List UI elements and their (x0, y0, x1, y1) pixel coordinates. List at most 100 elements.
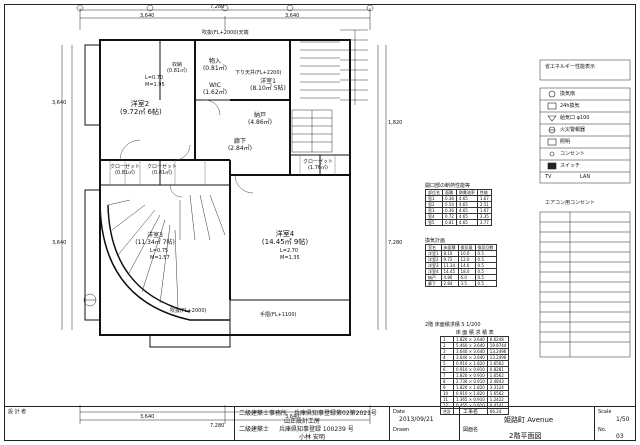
room-label: 洋室4(14.45㎡ 9帖) (261, 230, 309, 246)
table-title: 開口部の断熱性能等 (425, 183, 471, 189)
drawing-sheet (4, 4, 636, 441)
table-cell (453, 408, 488, 415)
table-cell: 1.820 × 3.640 (453, 336, 488, 343)
table-cell: 66.24 (486, 408, 510, 415)
architect-label: 二級建築士 (239, 426, 270, 433)
table-cell: 0.81 (442, 219, 457, 226)
table-cell: 1.820 × 1.820 (453, 384, 488, 391)
table-cell: 0.910 × 1.820 (453, 360, 488, 367)
note-3: 吹抜(FL+2000) (170, 308, 207, 314)
table-header: 熱貫流率 (455, 189, 478, 196)
room-label: 物入(0.81㎡) (202, 58, 228, 72)
table-cell: 3.77 (476, 219, 492, 226)
table-cell: 洋室4 (425, 268, 442, 275)
project-label: 工事名 (463, 409, 479, 415)
dim-top-a: 3,640 (140, 13, 155, 19)
table-cell: 窓5 (425, 219, 443, 226)
room-label: 納戸(4.86㎡) (247, 112, 273, 126)
title-block: 設 計 者 二級建築士事務所 兵庫県知事登録第02第2021号 山正設計工房 二… (4, 406, 636, 441)
area-subtitle: 2階 床面積求積 S 1/200 (425, 322, 481, 328)
dim-left-b: 3,640 (52, 240, 67, 246)
drawn-label: Drawn (393, 427, 410, 433)
table-header: 部位名 (425, 189, 443, 196)
room-ceiling-m: M=1.35 (280, 255, 300, 261)
note-2: 下り天井(FL+2200) (235, 70, 282, 76)
table-cell: 合計 (440, 408, 454, 415)
table-header: 換気量 (457, 244, 476, 251)
number-value: 03 (616, 433, 624, 440)
office-label: 二級建築士事務所 (239, 410, 288, 417)
owner-label: 設 計 者 (8, 409, 27, 415)
legend-item: 換気扇 (560, 91, 576, 97)
table-cell: 洋室2 (425, 256, 442, 263)
table-cell: 3.5 (457, 280, 476, 287)
dim-bottom-total: 7,280 (210, 423, 225, 429)
architect-name: 小林 安明 (299, 434, 325, 441)
legend-item: 火災警報器 (560, 127, 586, 133)
table-cell: 2.730 × 0.910 (453, 378, 488, 385)
legend-item: LAN (580, 174, 591, 180)
legend-item: コンセント (560, 151, 586, 157)
project-name: 姫路町 Avenue (504, 416, 554, 424)
scale-label: Scale (598, 409, 612, 415)
room-ceiling-l: L=2.70 (280, 248, 299, 254)
office-name: 山正設計工房 (284, 418, 321, 425)
table-cell: 0.910 × 1.820 (453, 390, 488, 397)
date-value: 2013/09/21 (399, 416, 434, 423)
dim-right-d: 7,280 (388, 240, 403, 246)
room-ceiling-l: L=0.75 (150, 248, 169, 254)
room-label: クローゼット(0.81㎡) (109, 164, 140, 176)
legend-item: エアコン用コンセント (545, 200, 596, 206)
date-label: Date (393, 409, 405, 415)
room-label: 洋室1(8.10㎡ 5帖) (250, 78, 286, 92)
drawing-name: 2階平面図 (509, 432, 542, 440)
divider (234, 407, 235, 441)
divider (389, 407, 390, 441)
dim-top-b: 3,640 (285, 13, 300, 19)
table-cell: 1.820 × 0.910 (453, 372, 488, 379)
table-cell: 4.65 (455, 219, 478, 226)
scale-value: 1/50 (616, 416, 630, 423)
room-label: 洋室3(11.34㎡ 7帖) (135, 232, 175, 246)
room-ceiling-m: M=1.57 (150, 255, 170, 261)
table-header: 床面積 (440, 244, 459, 251)
table-cell: 0.5 (474, 280, 497, 287)
room-label: 廊下(2.84㎡) (227, 138, 253, 152)
legend-item: 照明 (560, 139, 571, 145)
drawing-label: 図面名 (463, 427, 479, 433)
dim-top-total: 7,280 (210, 4, 225, 10)
legend-item: 給気口 φ100 (560, 115, 590, 121)
note-6: 手摺(FL+1100) (260, 312, 297, 318)
room-label: 収納(0.81㎡) (166, 62, 188, 74)
room-label: 洋室2(9.72㎡ 6帖) (120, 100, 162, 116)
legend-item: スイッチ (560, 163, 581, 169)
divider (459, 407, 460, 441)
dim-right-c: 1,820 (388, 120, 403, 126)
divider (594, 407, 595, 441)
architect-registration: 兵庫県知事登録 100239 号 (279, 426, 354, 433)
table-cell: 13.2496 (486, 348, 510, 355)
room-label: WIC(1.62㎡) (202, 82, 228, 96)
table-cell: 廊下 (425, 280, 442, 287)
dim-bottom-b: 3,640 (285, 414, 300, 420)
legend-item: TV (545, 174, 552, 180)
room-ceiling-m: M=1.95 (145, 82, 165, 88)
table-cell: 3.640 × 3.640 (453, 348, 488, 355)
office-registration: 兵庫県知事登録第02第2021号 (294, 410, 377, 417)
table-cell: 3.640 × 3.640 (453, 354, 488, 361)
legend-item: 24h換気 (560, 103, 580, 109)
table-cell: 13.2496 (486, 354, 510, 361)
room-label: クローゼット(1.76㎡) (302, 159, 333, 171)
table-cell: 0.910 × 0.910 (453, 366, 488, 373)
legend-title: 省エネルギー性能表示 (545, 64, 596, 70)
table-cell: 2.84 (440, 280, 459, 287)
table-title: 換気計画 (425, 238, 446, 244)
table-cell: 洋室3 (425, 262, 442, 269)
